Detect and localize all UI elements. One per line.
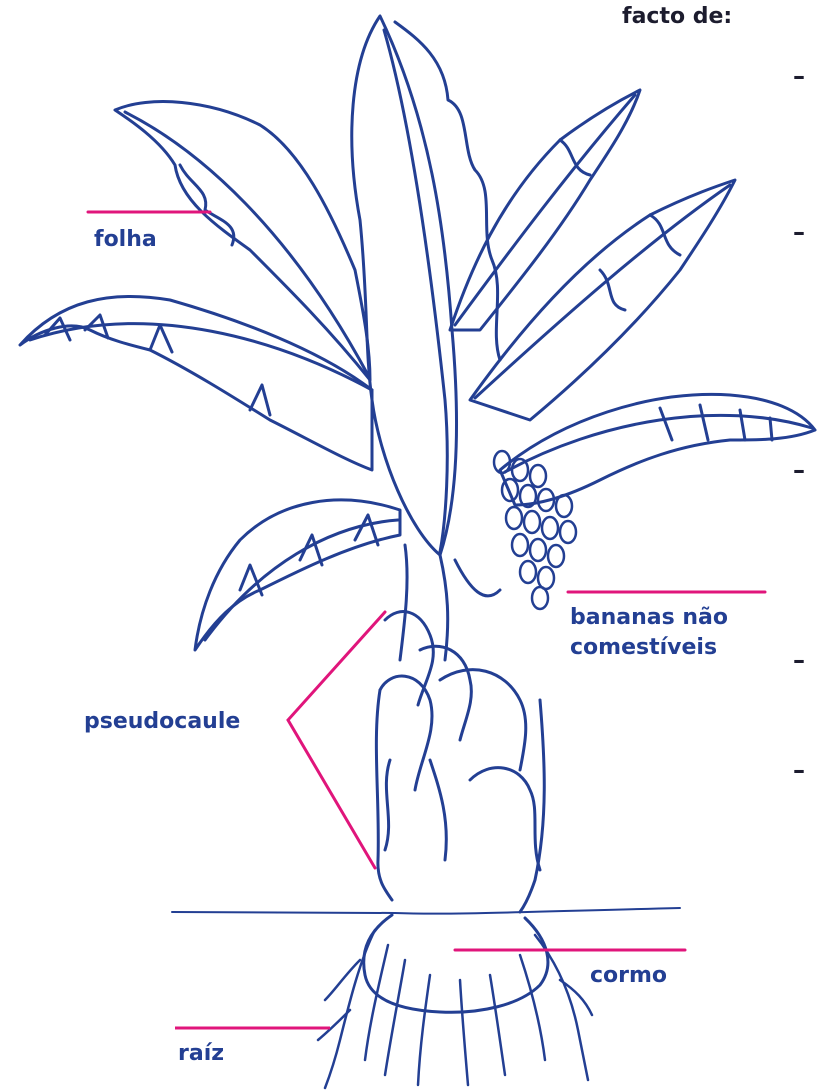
label-pseudostem: pseudocaule [84,708,240,736]
bullet-dash-1: – [793,62,805,90]
pseudostem-sheaths [380,612,540,870]
label-root: raíz [178,1040,224,1068]
bullet-dash-4: – [793,646,805,674]
label-fruit-line2: comestíveis [570,634,717,662]
ground-line [172,908,680,914]
bullet-dash-2: – [793,218,805,246]
side-text-top: facto de: [622,4,732,29]
bullet-dash-3: – [793,456,805,484]
central-leaf [352,16,457,555]
label-fruit-line1: bananas não [570,604,728,632]
bullet-dash-5: – [793,756,805,784]
corm [364,915,548,1012]
roots [318,930,592,1088]
leaf-right [470,180,735,420]
label-corm: cormo [590,962,667,990]
pseudostem-upper [400,545,500,660]
pseudostem-bracket [288,612,385,868]
banana-bunch [494,451,576,609]
label-leaf: folha [94,226,157,254]
central-leaf-edge [395,22,500,360]
